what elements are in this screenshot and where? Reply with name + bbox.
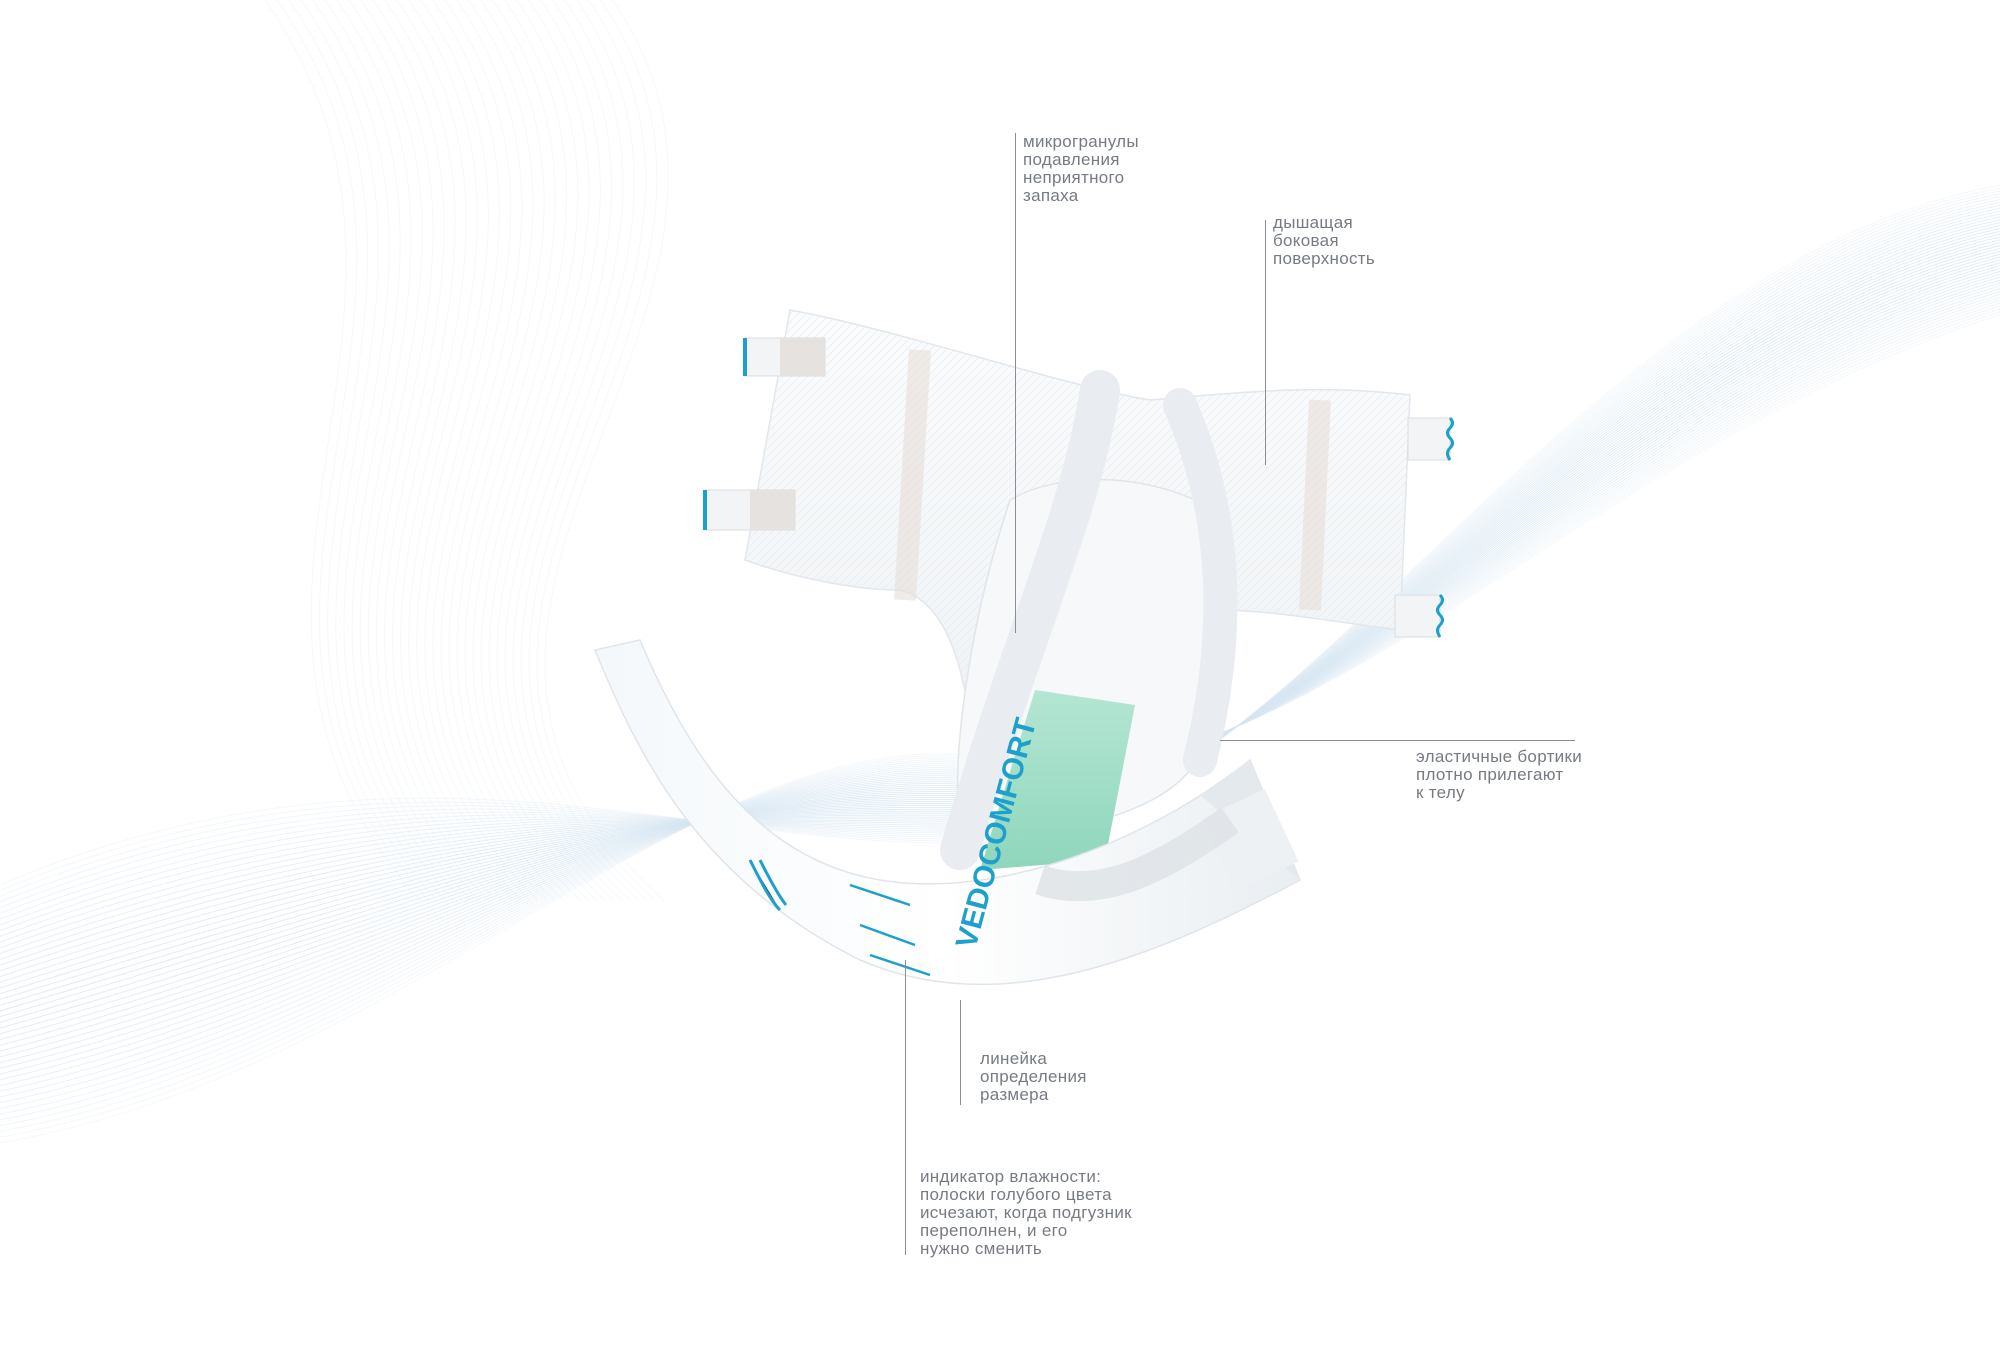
wave-line bbox=[288, 0, 438, 901]
annotation-granules: микрогранулы подавления неприятного запа… bbox=[1023, 132, 1139, 205]
wave-line bbox=[448, 0, 564, 901]
wave-line bbox=[407, 0, 522, 901]
wave-line bbox=[512, 0, 631, 901]
wave-line bbox=[424, 0, 538, 901]
wave-line bbox=[323, 0, 463, 901]
wave-line bbox=[440, 0, 555, 901]
acquisition-layer bbox=[980, 690, 1135, 870]
wave-line bbox=[496, 0, 614, 901]
wave-line bbox=[299, 0, 446, 901]
wave-line bbox=[456, 0, 572, 901]
elastic-cuffs bbox=[940, 370, 1120, 870]
wave-line bbox=[544, 0, 669, 901]
leader-line-granules bbox=[1015, 133, 1016, 633]
wave-line bbox=[335, 0, 471, 901]
wave-line bbox=[347, 0, 480, 901]
left-fastening-tapes bbox=[703, 337, 826, 531]
annotation-breathable: дышащая боковая поверхность bbox=[1273, 213, 1376, 268]
wave-line bbox=[464, 0, 580, 901]
right-fastening-tapes bbox=[1394, 416, 1454, 638]
leader-line-ruler bbox=[960, 1000, 961, 1105]
wave-line bbox=[359, 0, 488, 901]
wetness-indicator-stripes bbox=[748, 859, 788, 912]
wave-line bbox=[311, 0, 454, 901]
wave-line bbox=[520, 0, 639, 901]
wave-line bbox=[488, 0, 606, 901]
wave-line bbox=[536, 0, 658, 901]
leader-line-wetness bbox=[905, 960, 906, 1255]
wave-line bbox=[383, 0, 505, 901]
wave-line bbox=[472, 0, 589, 901]
wave-line bbox=[371, 0, 496, 901]
wave-line bbox=[416, 0, 530, 901]
wave-line bbox=[264, 0, 421, 901]
annotation-elastic: эластичные бортики плотно прилегают к те… bbox=[1416, 747, 1582, 802]
leader-line-breathable bbox=[1265, 220, 1266, 465]
wave-line bbox=[395, 0, 513, 901]
wave-line bbox=[504, 0, 622, 901]
size-ruler-marks bbox=[849, 883, 931, 977]
wave-line bbox=[528, 0, 648, 901]
annotation-ruler: линейка определения размера bbox=[980, 1049, 1087, 1104]
wave-line bbox=[276, 0, 429, 901]
annotation-wetness: индикатор влажности: полоски голубого цв… bbox=[920, 1167, 1132, 1258]
leader-line-elastic bbox=[1220, 740, 1575, 741]
wave-line bbox=[480, 0, 597, 901]
wave-line bbox=[432, 0, 547, 901]
